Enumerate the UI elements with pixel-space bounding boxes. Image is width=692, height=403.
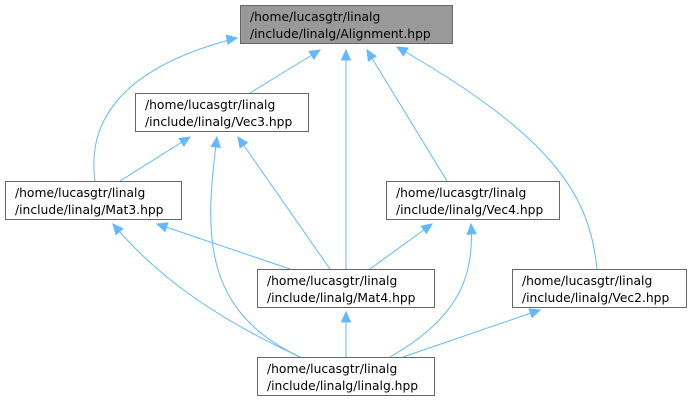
arrowhead-icon: [112, 223, 124, 236]
arrowhead-icon: [155, 222, 169, 233]
arrowhead-icon: [237, 136, 249, 149]
edge-line-mat3-to-vec3: [119, 136, 191, 182]
arrowhead-icon: [210, 135, 221, 149]
edge-line-vec2-to-alignment: [396, 46, 598, 270]
edge-mat3-to-alignment: [93, 34, 239, 182]
edge-line-vec4-to-alignment: [366, 49, 448, 182]
edge-line-mat4-to-vec3: [237, 136, 331, 270]
node-vec4-hpp[interactable]: /home/lucasgtr/linalg /include/linalg/Ve…: [386, 181, 560, 220]
node-linalg-line1: /home/lucasgtr/linalg: [267, 362, 398, 376]
node-mat3-hpp[interactable]: /home/lucasgtr/linalg /include/linalg/Ma…: [5, 181, 182, 220]
node-alignment-line1: /home/lucasgtr/linalg: [250, 10, 381, 24]
node-vec4-line2: /include/linalg/Vec4.hpp: [396, 203, 544, 217]
arrowhead-icon: [340, 48, 352, 61]
edge-vec3-to-alignment: [249, 49, 322, 94]
node-vec4-line1: /home/lucasgtr/linalg: [396, 186, 527, 200]
node-mat3-line1: /home/lucasgtr/linalg: [15, 186, 146, 200]
edge-line-mat4-to-vec4: [369, 223, 433, 270]
arrowhead-icon: [420, 223, 433, 235]
edge-mat4-to-vec4: [369, 223, 433, 270]
node-linalg-hpp[interactable]: /home/lucasgtr/linalg /include/linalg/li…: [257, 357, 435, 396]
arrowhead-icon: [466, 222, 478, 235]
edge-line-mat3-to-alignment: [93, 37, 238, 182]
node-mat4-line1: /home/lucasgtr/linalg: [267, 274, 398, 288]
edge-line-linalg-to-vec4: [389, 223, 472, 358]
node-mat4-line2: /include/linalg/Mat4.hpp: [267, 291, 416, 305]
edge-vec4-to-alignment: [366, 48, 448, 182]
edge-mat4-to-mat3: [155, 222, 291, 270]
arrowhead-icon: [528, 308, 542, 319]
edge-vec2-to-alignment: [395, 46, 598, 270]
edge-mat4-to-alignment: [340, 48, 352, 269]
node-vec3-hpp[interactable]: /home/lucasgtr/linalg /include/linalg/Ve…: [135, 93, 309, 132]
node-vec2-hpp[interactable]: /home/lucasgtr/linalg /include/linalg/Ve…: [512, 269, 687, 308]
arrowhead-icon: [308, 49, 322, 60]
edge-line-linalg-to-mat3: [112, 223, 301, 358]
node-mat4-hpp[interactable]: /home/lucasgtr/linalg /include/linalg/Ma…: [257, 269, 435, 308]
edge-line-vec3-to-alignment: [249, 49, 321, 94]
edge-line-linalg-to-vec2: [402, 309, 541, 358]
edge-linalg-to-vec2: [402, 308, 542, 358]
edge-linalg-to-mat4: [340, 310, 352, 357]
arrowhead-icon: [178, 136, 192, 148]
node-linalg-line2: /include/linalg/linalg.hpp: [267, 379, 419, 393]
node-vec3-line1: /home/lucasgtr/linalg: [145, 98, 276, 112]
arrowhead-icon: [366, 48, 377, 62]
arrowhead-icon: [340, 310, 352, 323]
node-alignment-line2: /include/linalg/Alignment.hpp: [250, 27, 431, 41]
edge-linalg-to-mat3: [112, 223, 301, 358]
node-alignment-hpp: /home/lucasgtr/linalg /include/linalg/Al…: [240, 5, 453, 44]
edge-mat3-to-vec3: [119, 136, 192, 182]
edge-line-mat4-to-mat3: [156, 223, 291, 270]
node-mat3-line2: /include/linalg/Mat3.hpp: [15, 203, 164, 217]
edge-line-linalg-to-vec3: [210, 136, 301, 358]
edge-mat4-to-vec3: [237, 136, 331, 270]
edge-linalg-to-vec3: [210, 135, 301, 358]
edge-linalg-to-vec4: [389, 222, 478, 358]
node-vec2-line2: /include/linalg/Vec2.hpp: [522, 291, 670, 305]
node-vec3-line2: /include/linalg/Vec3.hpp: [145, 115, 293, 129]
arrowhead-icon: [225, 34, 239, 45]
arrowhead-icon: [395, 46, 409, 57]
node-vec2-line1: /home/lucasgtr/linalg: [522, 274, 653, 288]
